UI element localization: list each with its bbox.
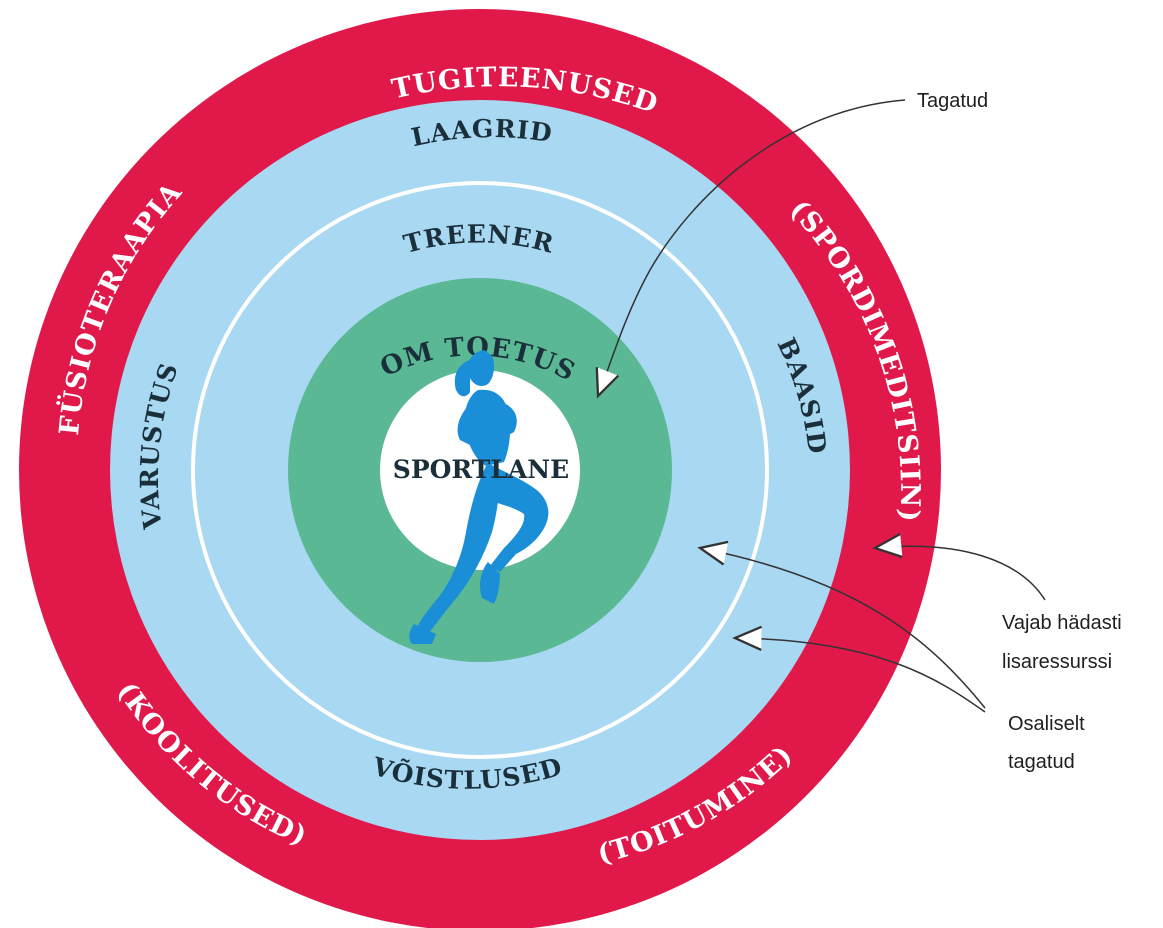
arrow-vajab-hadasti <box>872 533 1046 601</box>
callout-osaliselt-line1: Osaliselt <box>1008 713 1085 735</box>
callout-vajab-hadasti-line2: lisaressurssi <box>1002 651 1112 673</box>
ring-separator <box>191 181 769 759</box>
callout-osaliselt-line2: tagatud <box>1008 751 1075 773</box>
label-sportlane: SPORTLANE <box>393 455 569 484</box>
arrow-osaliselt-2 <box>732 625 986 713</box>
arrow-osaliselt-1 <box>697 540 986 709</box>
callout-vajab-hadasti-line1: Vajab hädasti <box>1002 612 1122 634</box>
callout-tagatud: Tagatud <box>917 90 988 112</box>
runner-silhouette-icon <box>409 350 549 644</box>
arrow-tagatud <box>595 99 906 399</box>
